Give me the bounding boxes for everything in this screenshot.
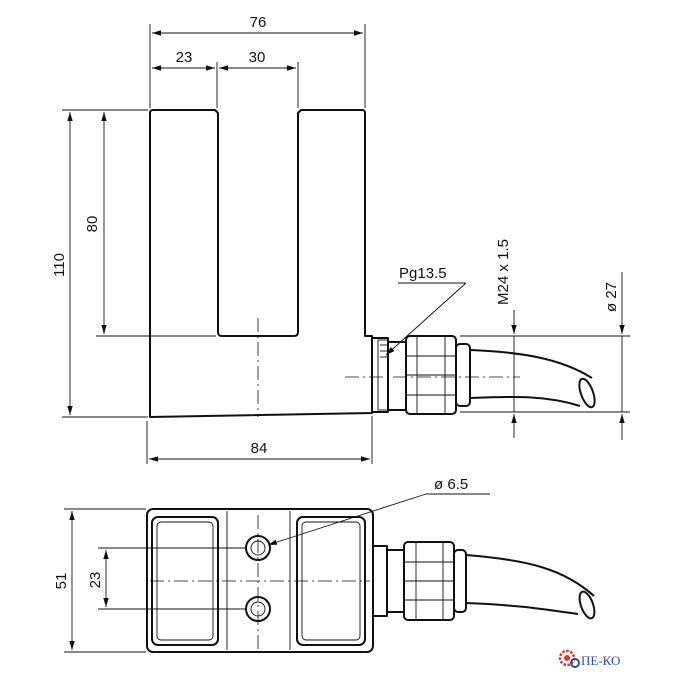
top-dimensions: 51 23 ø 6.5 <box>53 476 490 653</box>
cable-gland <box>371 335 471 415</box>
dim-hole-spacing: 23 <box>87 572 104 589</box>
dim-hole-diameter: ø 6.5 <box>434 476 468 493</box>
dim-base-width: 84 <box>251 440 268 457</box>
dim-slot-width: 30 <box>249 49 266 66</box>
dim-left-arm: 23 <box>176 49 193 66</box>
front-dimensions: 76 23 30 110 80 84 Pg13.5 M24 x 1.5 <box>51 14 630 464</box>
front-view <box>149 109 596 418</box>
dim-thread: Pg13.5 <box>399 265 447 282</box>
dim-nut-thread: M24 x 1.5 <box>495 239 512 305</box>
logo-text: ПЕ-КО <box>581 653 620 668</box>
housing-top <box>146 508 374 653</box>
dim-body-depth: 51 <box>53 573 70 590</box>
cable-top <box>465 554 595 615</box>
dim-top-width: 76 <box>250 14 267 31</box>
dim-slot-depth: 80 <box>84 216 101 233</box>
cable-front <box>469 349 593 407</box>
dim-total-height: 110 <box>51 253 68 277</box>
gear-icon <box>558 649 580 668</box>
company-logo: ПЕ-КО <box>558 649 620 668</box>
u-housing <box>149 109 373 418</box>
dim-nut-diameter: ø 27 <box>603 282 620 312</box>
top-view <box>146 508 596 653</box>
